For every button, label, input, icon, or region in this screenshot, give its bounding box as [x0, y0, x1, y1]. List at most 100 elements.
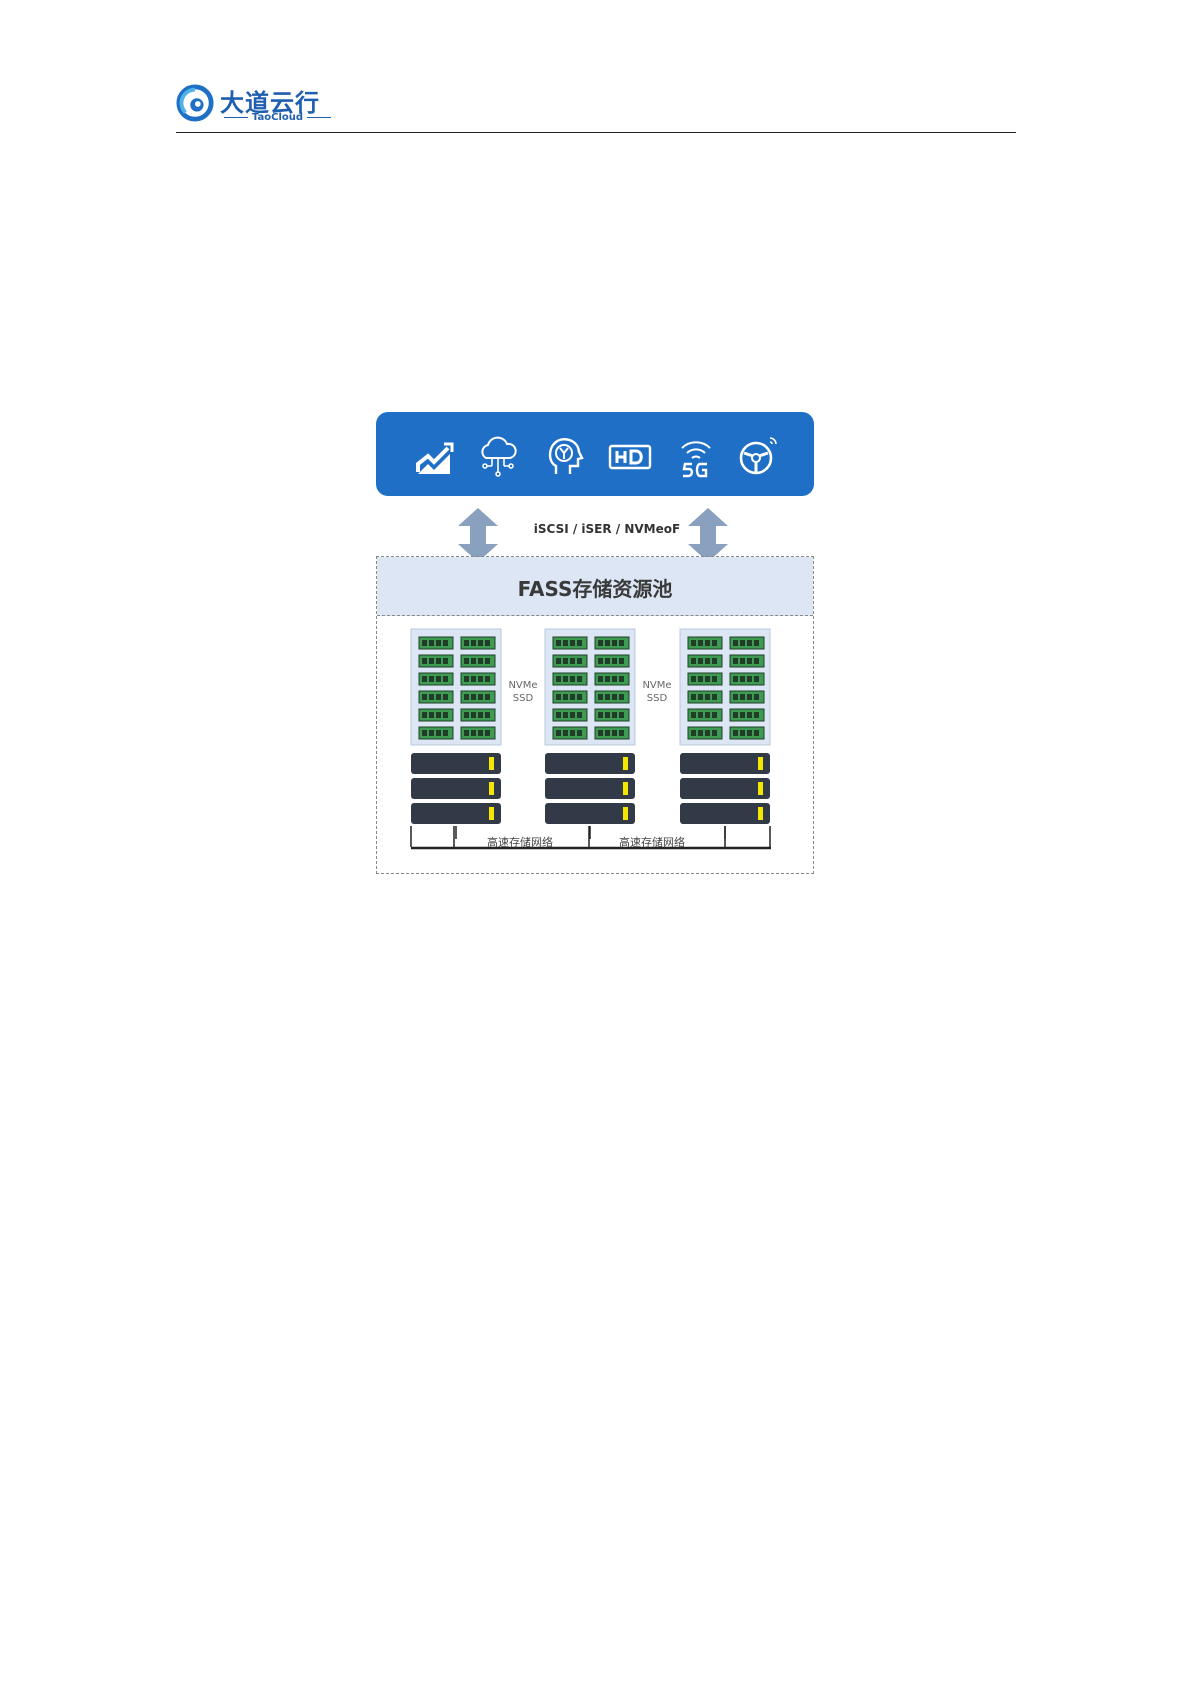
- storage-architecture-diagram: iSCSI / iSER / NVMeoF FASS存储资源池 NVMe SSD…: [376, 412, 816, 874]
- ssd-chip: [747, 712, 752, 718]
- ssd-chip: [619, 712, 624, 718]
- ssd-chip: [422, 730, 427, 736]
- ssd-chip: [436, 694, 441, 700]
- ssd-chip: [563, 694, 568, 700]
- ssd-chip: [754, 676, 759, 682]
- ssd-chip: [485, 730, 490, 736]
- ssd-chip: [478, 676, 483, 682]
- ssd-chip: [733, 694, 738, 700]
- ssd-chip: [698, 730, 703, 736]
- ssd-chip: [471, 676, 476, 682]
- ssd-chip: [733, 658, 738, 664]
- ssd-chip: [485, 658, 490, 664]
- ssd-chip: [598, 694, 603, 700]
- ssd-chip: [422, 712, 427, 718]
- ssd-chip: [422, 694, 427, 700]
- ssd-chip: [478, 730, 483, 736]
- ssd-chip: [619, 730, 624, 736]
- ai-head-icon: [542, 434, 586, 478]
- bidirectional-arrow-icon: [458, 508, 498, 562]
- steering-wheel-icon: [736, 434, 780, 478]
- server-unit: [680, 753, 770, 774]
- ssd-chip: [612, 640, 617, 646]
- bidirectional-arrow-icon: [688, 508, 728, 562]
- ssd-chip: [598, 712, 603, 718]
- ssd-chip: [436, 640, 441, 646]
- ssd-chip: [605, 694, 610, 700]
- ssd-chip: [485, 676, 490, 682]
- ssd-chip: [747, 694, 752, 700]
- ssd-chip: [705, 712, 710, 718]
- ssd-chip: [712, 640, 717, 646]
- ssd-chip: [570, 712, 575, 718]
- ssd-chip: [464, 694, 469, 700]
- ssd-chip: [712, 694, 717, 700]
- ssd-chip: [422, 676, 427, 682]
- server-led: [623, 807, 628, 820]
- ssd-chip: [436, 712, 441, 718]
- ssd-chip: [436, 658, 441, 664]
- ssd-chip: [619, 676, 624, 682]
- ssd-chip: [733, 712, 738, 718]
- server-led: [623, 757, 628, 770]
- ssd-chip: [733, 676, 738, 682]
- ssd-chip: [577, 712, 582, 718]
- ssd-chip: [436, 676, 441, 682]
- ssd-chip: [605, 676, 610, 682]
- logo-icon: [176, 84, 214, 122]
- server-unit: [680, 803, 770, 824]
- storage-nodes: [377, 615, 813, 873]
- ssd-chip: [740, 640, 745, 646]
- ssd-chip: [422, 640, 427, 646]
- server-led: [489, 782, 494, 795]
- header-rule: [176, 132, 1016, 133]
- ssd-chip: [698, 658, 703, 664]
- ssd-chip: [478, 694, 483, 700]
- ssd-chip: [747, 658, 752, 664]
- ssd-chip: [605, 640, 610, 646]
- ssd-chip: [563, 730, 568, 736]
- ssd-chip: [443, 730, 448, 736]
- ssd-chip: [740, 676, 745, 682]
- ssd-chip: [619, 640, 624, 646]
- logo-text-en: TaoCloud: [220, 112, 335, 123]
- server-unit: [411, 753, 501, 774]
- ssd-chip: [598, 640, 603, 646]
- server-unit: [680, 778, 770, 799]
- ssd-chip: [712, 730, 717, 736]
- ssd-chip: [605, 658, 610, 664]
- ssd-chip: [754, 694, 759, 700]
- ssd-chip: [619, 694, 624, 700]
- server-led: [758, 782, 763, 795]
- ssd-chip: [429, 676, 434, 682]
- ssd-chip: [598, 730, 603, 736]
- ssd-chip: [691, 658, 696, 664]
- ssd-chip: [443, 712, 448, 718]
- ssd-chip: [577, 640, 582, 646]
- ssd-chip: [471, 712, 476, 718]
- ssd-chip: [705, 640, 710, 646]
- ssd-chip: [577, 694, 582, 700]
- ssd-chip: [570, 658, 575, 664]
- application-bar: [376, 412, 814, 496]
- ssd-chip: [698, 676, 703, 682]
- ssd-chip: [478, 712, 483, 718]
- ssd-chip: [556, 694, 561, 700]
- ssd-chip: [464, 658, 469, 664]
- ssd-chip: [705, 658, 710, 664]
- ssd-chip: [705, 676, 710, 682]
- ssd-chip: [577, 658, 582, 664]
- ssd-chip: [598, 676, 603, 682]
- ssd-chip: [733, 730, 738, 736]
- ssd-chip: [471, 640, 476, 646]
- ssd-chip: [612, 694, 617, 700]
- ssd-chip: [464, 640, 469, 646]
- ssd-chip: [429, 712, 434, 718]
- ssd-chip: [563, 640, 568, 646]
- ssd-chip: [429, 694, 434, 700]
- ssd-chip: [691, 676, 696, 682]
- server-led: [758, 807, 763, 820]
- ssd-chip: [747, 676, 752, 682]
- ssd-chip: [698, 640, 703, 646]
- server-led: [489, 807, 494, 820]
